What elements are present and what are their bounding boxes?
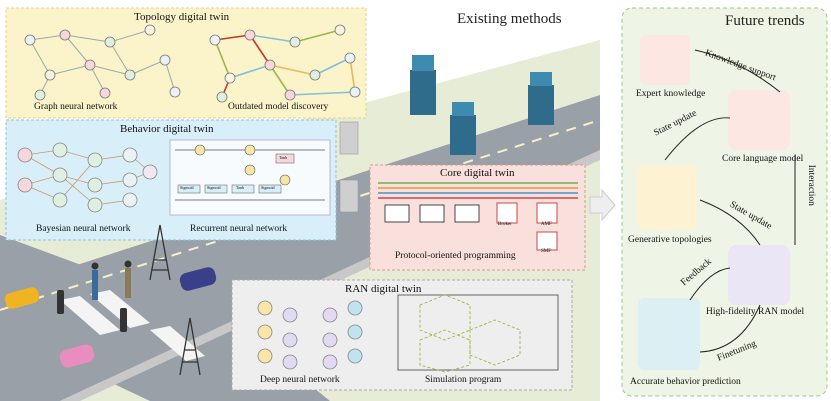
dnn-nodes	[257, 300, 363, 370]
accurate-behavior-label: Accurate behavior prediction	[630, 377, 741, 387]
cars	[4, 267, 217, 368]
expert-knowledge-label: Expert knowledge	[636, 89, 706, 99]
pedestrians	[91, 260, 132, 300]
graph-neural-network-label: Graph neural network	[34, 102, 118, 112]
function-boxes	[496, 202, 558, 251]
existing-methods-header: Existing methods	[457, 11, 562, 27]
future-arrows	[664, 49, 796, 353]
server-racks	[339, 55, 554, 213]
topology-panel	[5, 7, 367, 119]
behavior-title: Behavior digital twin	[120, 123, 214, 135]
ran-title: RAN digital twin	[345, 283, 422, 295]
ran-model-label: High-fidelity RAN model	[706, 307, 805, 317]
graph-nodes	[24, 24, 181, 101]
smf-label: SMF	[541, 249, 552, 254]
topology-title: Topology digital twin	[134, 11, 230, 23]
ran-panel	[231, 279, 573, 391]
generative-topologies-label: Generative topologies	[628, 235, 712, 245]
computers	[384, 204, 480, 223]
cell-towers	[149, 224, 201, 376]
core-language-model-label: Core language model	[722, 154, 804, 164]
rnn-cell-label: Sigmoid	[207, 185, 221, 190]
core-bus	[378, 182, 578, 199]
future-trends-header: Future trends	[725, 13, 805, 29]
traffic-lights	[57, 290, 127, 332]
amf-label: AMF	[541, 222, 552, 227]
bayesian-label: Bayesian neural network	[36, 224, 131, 234]
rnn-cell-label: Tanh	[279, 155, 287, 160]
interaction-label: Interaction	[805, 164, 816, 206]
rnn-cell-label: Tanh	[236, 185, 244, 190]
core-title: Core digital twin	[440, 167, 515, 179]
transition-arrow	[589, 188, 616, 222]
broker-label: Broker	[498, 222, 512, 227]
crosswalk	[60, 290, 205, 361]
simulation-grid	[397, 294, 559, 373]
outdated-model-label: Outdated model discovery	[228, 102, 329, 112]
rnn-cell-label: Sigmoid	[180, 185, 194, 190]
rnn-cell-label: Sigmoid	[261, 185, 275, 190]
protocol-label: Protocol-oriented programming	[395, 251, 516, 261]
rnn-diagram	[169, 139, 331, 216]
recurrent-label: Recurrent neural network	[190, 224, 288, 234]
simulation-label: Simulation program	[425, 375, 502, 385]
dnn-label: Deep neural network	[260, 375, 340, 385]
outdated-graph	[214, 29, 356, 98]
